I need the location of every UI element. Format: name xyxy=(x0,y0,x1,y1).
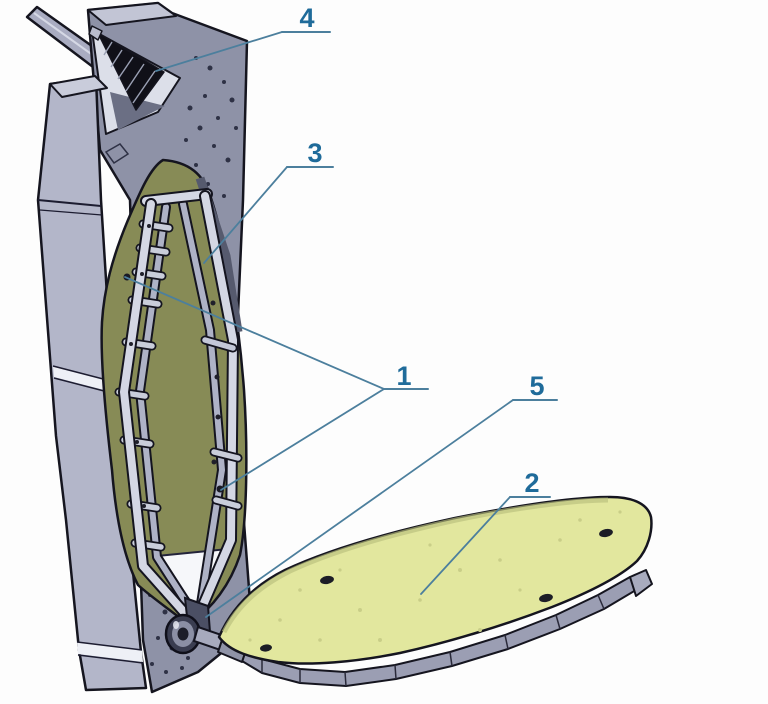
frame-bolts xyxy=(123,224,224,508)
cone-spring-body xyxy=(97,32,165,111)
callout-1: 1 xyxy=(124,276,429,491)
cone-spring xyxy=(88,25,165,111)
rear-plate-top-face xyxy=(87,2,177,26)
callout-4-leader xyxy=(155,31,283,72)
front-column xyxy=(36,75,148,692)
callout-5-label: 5 xyxy=(529,371,544,401)
callout-5: 5 xyxy=(205,371,558,618)
column-stripe-mid xyxy=(53,366,108,391)
stripe-edge xyxy=(76,641,143,651)
frame-top-bar xyxy=(142,190,211,205)
callout-4: 4 xyxy=(155,3,331,72)
backrest-frame xyxy=(114,188,243,626)
column-seam-lower xyxy=(39,209,103,216)
callout-1-leader-lower xyxy=(220,388,385,491)
stripe-edge xyxy=(53,377,109,393)
rail-dividers xyxy=(261,594,605,687)
callout-3-leader xyxy=(203,166,288,264)
seat-pan xyxy=(217,495,653,665)
frame-right-tube xyxy=(194,192,237,621)
callout-2-leader xyxy=(420,496,511,595)
frame-right-rear-tube xyxy=(180,201,225,613)
callout-1-leader-upper xyxy=(124,276,385,390)
callout-4-label: 4 xyxy=(299,3,314,33)
diamond-marking xyxy=(104,143,130,165)
pivot-hub-inner xyxy=(177,627,189,641)
callout-2-label: 2 xyxy=(524,468,539,498)
spring-apex-cap xyxy=(88,25,103,41)
attachment-bolt-lower xyxy=(216,485,224,493)
callout-1-label: 1 xyxy=(396,361,411,391)
callout-3: 3 xyxy=(203,138,334,264)
pivot-assembly xyxy=(164,596,239,656)
callout-3-label: 3 xyxy=(307,138,322,168)
column-stripe-bottom xyxy=(77,642,143,662)
spring-coils xyxy=(103,41,156,104)
callouts: 1 2 3 4 5 xyxy=(124,3,558,618)
frame-elbow xyxy=(202,337,236,351)
stripe-edge xyxy=(52,365,108,381)
seat-pan-edge-shadow xyxy=(221,497,609,634)
front-column-top-face xyxy=(49,75,108,98)
pivot-highlight xyxy=(173,621,179,629)
seat-pan-rail xyxy=(217,569,653,687)
frame-left-tube xyxy=(120,200,195,624)
seat-pan-holes xyxy=(260,528,613,652)
seat-pan-surface xyxy=(217,495,653,665)
seat-pan-speckles xyxy=(248,510,622,642)
column-seam-upper xyxy=(37,199,102,207)
rail-end-cap xyxy=(629,569,653,597)
notch-shadow xyxy=(110,92,165,130)
callout-5-leader xyxy=(205,399,514,618)
stripe-edge xyxy=(77,654,144,664)
callout-2: 2 xyxy=(420,468,551,595)
